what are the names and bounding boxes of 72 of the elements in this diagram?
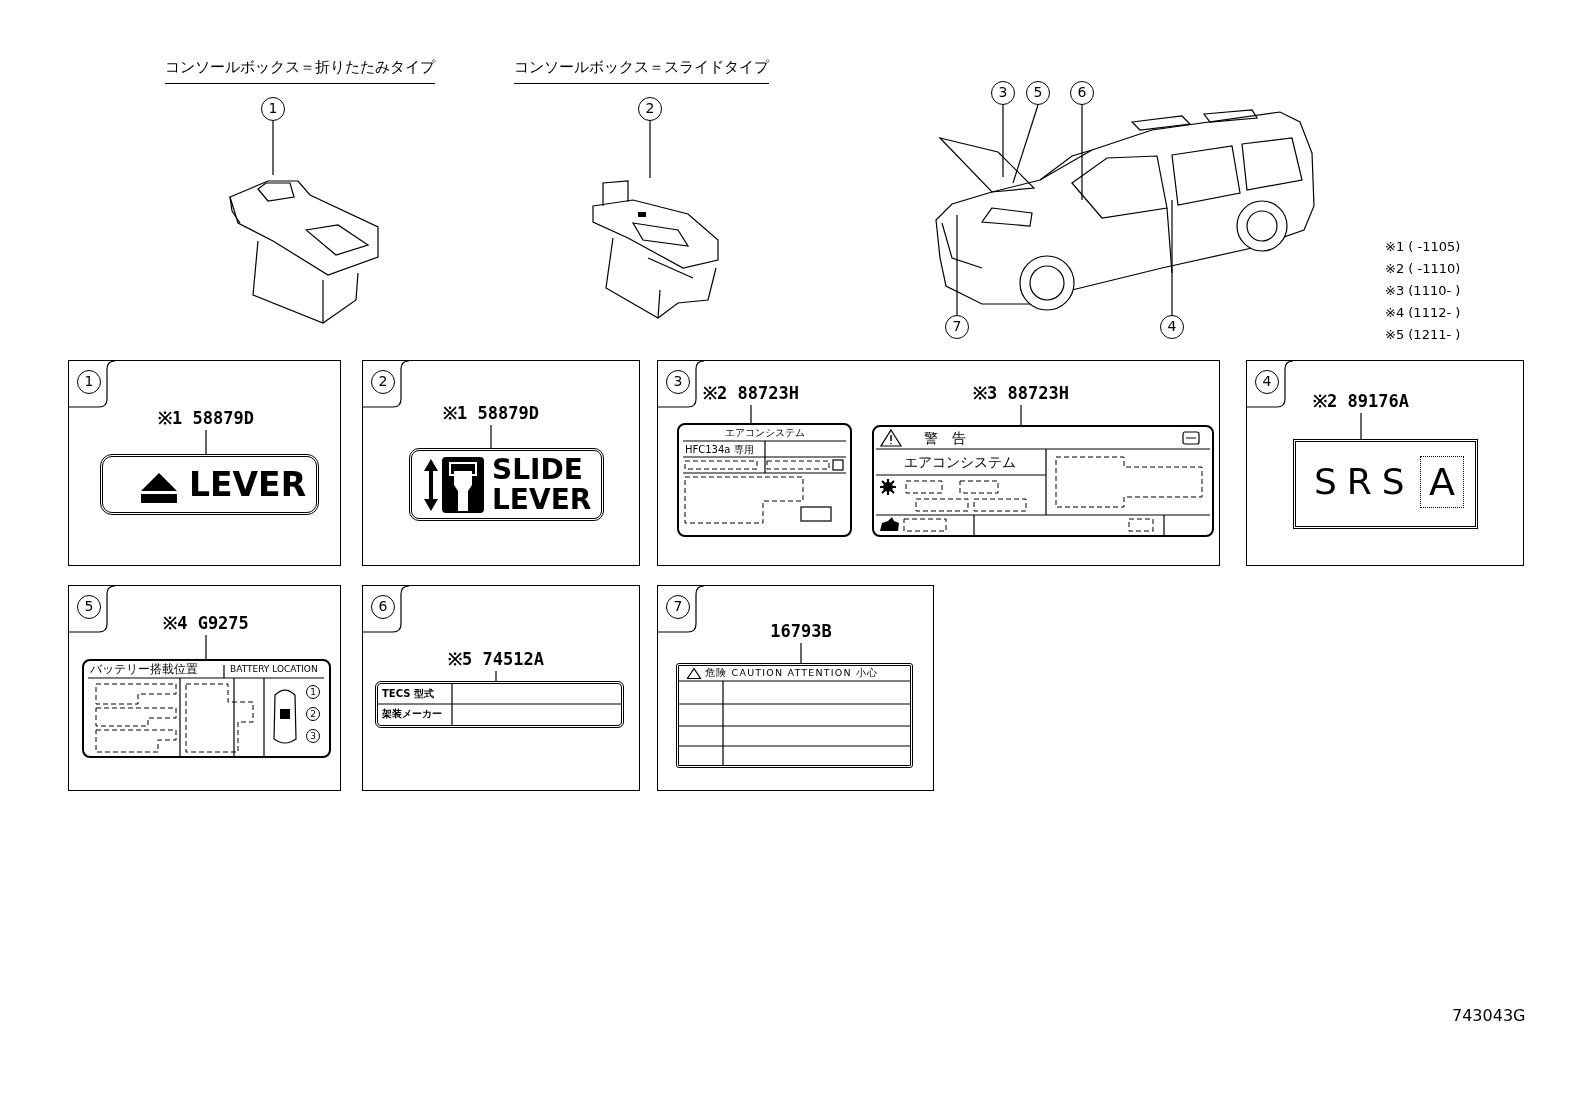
tecs-sticker xyxy=(375,681,624,728)
part-number: ※3 88723H xyxy=(956,381,1086,405)
leader-line xyxy=(1012,104,1039,184)
note-text: ※1 ( -1105) xyxy=(1385,238,1461,256)
part-number: ※2 89176A xyxy=(1296,389,1426,413)
leader-line xyxy=(750,404,752,424)
sticker-text: 警告 xyxy=(924,429,980,447)
callout-number: 5 xyxy=(1026,81,1050,105)
sticker-text: HFC134a 専用 xyxy=(685,443,754,456)
aircon-sticker xyxy=(677,423,852,537)
lever-sticker xyxy=(409,448,604,521)
callout-number: 1 xyxy=(261,97,285,121)
note-text: ※5 (1211- ) xyxy=(1385,326,1461,344)
callout-number: 7 xyxy=(666,595,690,619)
sticker-text: エアコンシステム xyxy=(723,426,806,439)
field-label: 架装メーカー xyxy=(382,707,442,721)
callout-number: 3 xyxy=(991,81,1015,105)
note-text: ※3 (1110- ) xyxy=(1385,282,1461,300)
callout-number: 4 xyxy=(1255,370,1279,394)
letter-box: A xyxy=(1420,456,1464,508)
leader-line xyxy=(1081,104,1083,201)
label-panel xyxy=(68,585,341,791)
part-number: 16793B xyxy=(751,619,851,643)
leader-line xyxy=(272,120,274,176)
leader-line xyxy=(1171,199,1173,316)
leader-line xyxy=(495,670,497,682)
label-panel xyxy=(657,360,1220,566)
leader-line xyxy=(956,214,958,316)
lever-sticker xyxy=(100,454,319,515)
callout-number: 7 xyxy=(945,315,969,339)
battery-location-sticker xyxy=(82,659,331,758)
section-heading: コンソールボックス＝折りたたみタイプ xyxy=(165,58,435,84)
leader-line xyxy=(1002,104,1004,178)
label-panel xyxy=(362,360,640,566)
part-number: ※4 G9275 xyxy=(146,611,266,635)
part-number: ※1 58879D xyxy=(421,401,561,425)
leader-line xyxy=(205,634,207,660)
caution-sticker xyxy=(676,663,913,768)
srs-sticker xyxy=(1293,439,1478,529)
callout-number: 2 xyxy=(371,370,395,394)
leader-line xyxy=(1020,404,1022,426)
label-panel xyxy=(657,585,934,791)
leader-line xyxy=(205,429,207,455)
sticker-text: SLIDE LEVER xyxy=(492,455,592,515)
sticker-text: エアコンシステム xyxy=(904,453,1016,471)
callout-number: 2 xyxy=(638,97,662,121)
sticker-text: SRS xyxy=(1314,460,1415,504)
part-number: ※5 74512A xyxy=(426,647,566,671)
leader-line xyxy=(649,120,651,179)
sticker-text: BATTERY LOCATION xyxy=(230,663,318,676)
callout-number: 4 xyxy=(1160,315,1184,339)
section-heading: コンソールボックス＝スライドタイプ xyxy=(514,58,769,84)
sticker-text: 危険 CAUTION ATTENTION 小心 xyxy=(705,666,879,680)
callout-number: 6 xyxy=(1070,81,1094,105)
callout-number: 5 xyxy=(77,595,101,619)
label-panel xyxy=(1246,360,1524,566)
sticker-text: LEVER xyxy=(189,465,307,505)
leader-line xyxy=(490,424,492,449)
sticker-text: バッテリー搭載位置 xyxy=(90,661,198,677)
label-panel xyxy=(68,360,341,566)
callout-number: 3 xyxy=(666,370,690,394)
leader-line xyxy=(800,642,802,664)
figure-code: 743043G xyxy=(1452,1006,1526,1025)
label-panel xyxy=(362,585,640,791)
callout-number: 1 xyxy=(77,370,101,394)
field-label: TECS 型式 xyxy=(382,687,434,701)
part-number: ※1 58879D xyxy=(136,406,276,430)
leader-line xyxy=(1360,412,1362,440)
callout-number: 6 xyxy=(371,595,395,619)
warning-sticker xyxy=(872,425,1214,537)
note-text: ※4 (1112- ) xyxy=(1385,304,1461,322)
note-text: ※2 ( -1110) xyxy=(1385,260,1461,278)
